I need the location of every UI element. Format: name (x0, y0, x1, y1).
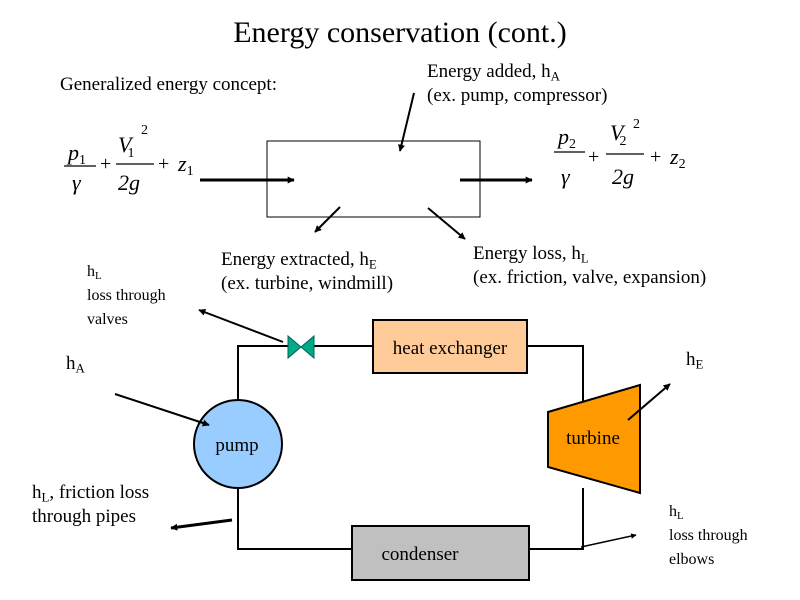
equation-right: p2 γ + V2 2 2g + z2 (554, 117, 686, 189)
piping-loop (237, 345, 584, 550)
svg-text:V2: V2 (610, 120, 626, 149)
turbine-shape (547, 383, 641, 495)
svg-text:p1: p1 (66, 140, 86, 168)
svg-text:γ: γ (72, 170, 82, 195)
valve-icon (287, 334, 315, 360)
svg-text:p2: p2 (556, 124, 576, 152)
svg-text:+: + (158, 153, 169, 175)
equation-left: p1 γ + V1 2 2g + z1 (64, 123, 194, 195)
svg-text:2g: 2g (118, 170, 140, 195)
heat-exchanger-label: heat exchanger (393, 338, 508, 359)
pump-circle (193, 399, 283, 489)
slide-title: Energy conservation (cont.) (233, 16, 567, 49)
svg-text:γ: γ (561, 164, 571, 189)
valve-loss-arrow (198, 308, 284, 343)
control-volume-box (266, 140, 481, 218)
svg-text:2: 2 (633, 117, 640, 132)
valve-loss-label: hL loss through valves (87, 263, 166, 328)
elbow-loss-label: hL loss through elbows (669, 503, 748, 568)
svg-text:2g: 2g (612, 164, 634, 189)
energy-added-label: Energy added, hA (ex. pump, compressor) (427, 61, 608, 106)
energy-extracted-label: Energy extracted, hE (ex. turbine, windm… (221, 249, 394, 294)
pipe-loss-arrow (170, 518, 233, 531)
turbine-output-arrow (627, 383, 671, 421)
turbine-label: turbine (566, 428, 620, 449)
elbow-loss-arrow (580, 533, 637, 548)
pipe-loss-label: hL, friction loss through pipes (32, 482, 150, 527)
condenser-label: condenser (381, 544, 459, 565)
pump-input-label: hA (66, 353, 85, 376)
energy-extracted-arrow (314, 206, 341, 233)
svg-text:+: + (650, 146, 661, 168)
svg-text:+: + (100, 153, 111, 175)
pump-input-arrow (114, 393, 210, 427)
svg-text:V1: V1 (118, 132, 134, 161)
concept-label: Generalized energy concept: (60, 74, 277, 95)
svg-text:z2: z2 (669, 144, 686, 172)
pump-label: pump (215, 435, 258, 456)
energy-loss-arrow (427, 207, 466, 240)
turbine-output-label: hE (686, 349, 704, 372)
heat-exchanger-box (372, 319, 528, 374)
svg-text:z1: z1 (177, 151, 194, 179)
energy-loss-label: Energy loss, hL (ex. friction, valve, ex… (473, 243, 707, 288)
condenser-box (351, 525, 530, 581)
energy-added-arrow (398, 92, 415, 152)
svg-text:+: + (588, 146, 599, 168)
svg-text:2: 2 (141, 123, 148, 138)
